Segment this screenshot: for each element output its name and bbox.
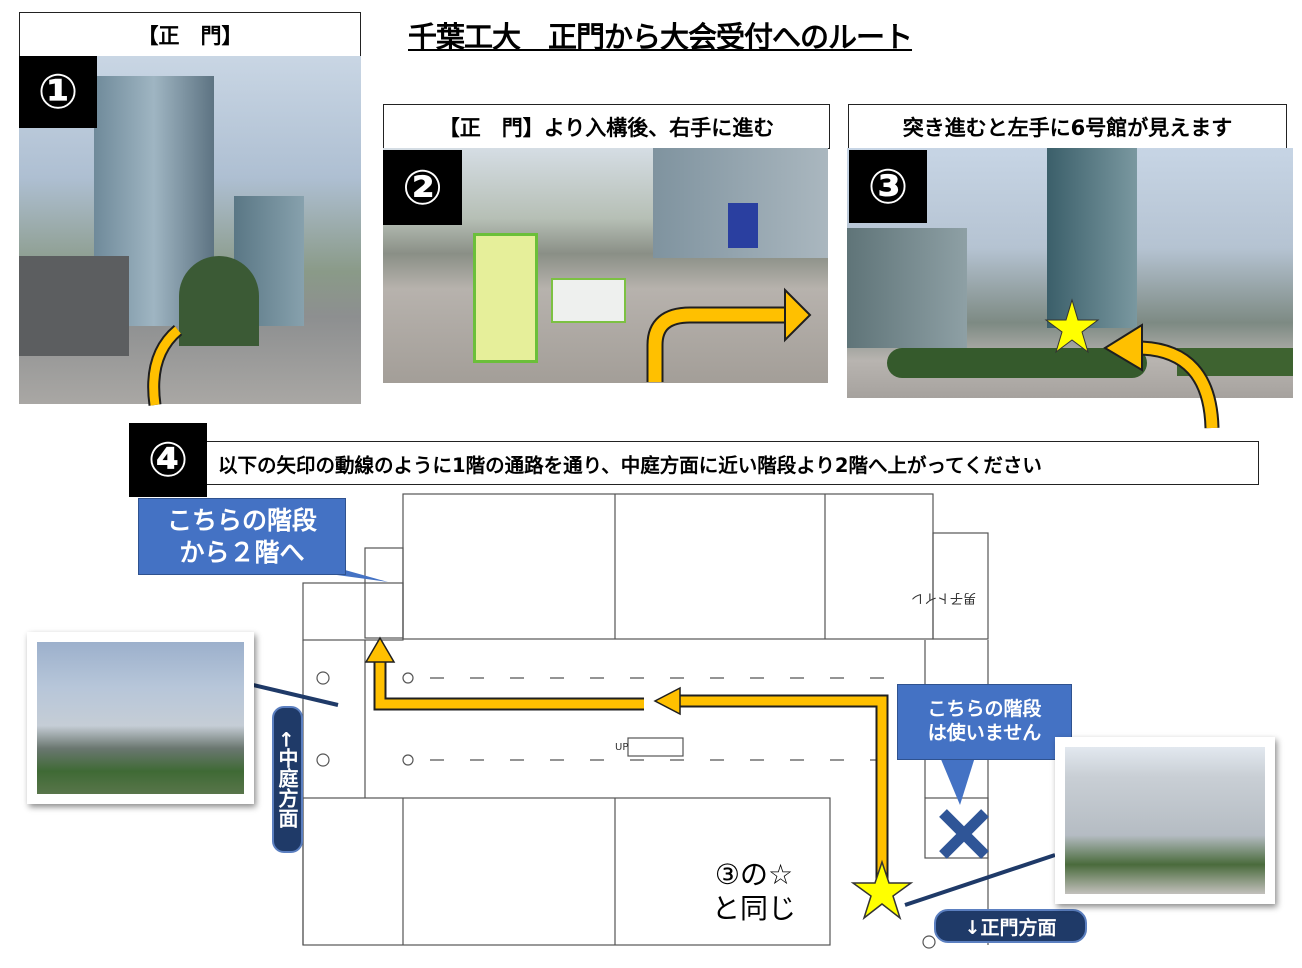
restroom-label: 男子トイレ [911, 590, 976, 605]
step1-badge: ① [19, 56, 97, 128]
arrow-step3 [1139, 342, 1218, 429]
callout-line: こちらの階段 [166, 506, 317, 536]
step3-badge: ③ [849, 150, 927, 223]
arrow-step1 [149, 326, 182, 406]
step2-label: 【正 門】より入構後、右手に進む [383, 104, 830, 149]
step4-label: 以下の矢印の動線のように1階の通路を通り、中庭方面に近い階段より2階へ上がってく… [205, 441, 1259, 485]
building-exterior-photo [1055, 737, 1275, 904]
same-as-note: ③の☆ と同じ [712, 858, 796, 925]
note-line: と同じ [712, 891, 797, 925]
step2-badge: ② [383, 150, 462, 225]
callout-line: は使いません [927, 722, 1042, 744]
stair-up-label: UP [615, 742, 628, 753]
route-arrow [364, 636, 889, 880]
main-gate-photo [19, 56, 361, 404]
callout-line: こちらの階段 [927, 698, 1042, 721]
note-line: ③の☆ [714, 858, 794, 891]
star-icon [1044, 298, 1100, 354]
main-gate-direction: ↓正門方面 [934, 909, 1087, 943]
callout-do-not-use-stairs: こちらの階段 は使いません [897, 684, 1072, 760]
arrow-step2 [648, 308, 790, 382]
callout-line: から２階へ [179, 537, 305, 567]
step4-badge: ④ [129, 423, 207, 497]
cross-icon [939, 809, 989, 859]
floor-plan [302, 493, 989, 949]
courtyard-direction: ←中庭方面 [272, 706, 303, 853]
step1-label: 【正 門】 [19, 12, 361, 57]
callout-use-stairs: こちらの階段 から２階へ [138, 498, 346, 575]
page-title: 千葉工大 正門から大会受付へのルート [408, 20, 913, 54]
courtyard-stairs-photo [27, 632, 254, 804]
star-icon [850, 859, 914, 921]
step3-label: 突き進むと左手に6号館が見えます [848, 104, 1287, 149]
